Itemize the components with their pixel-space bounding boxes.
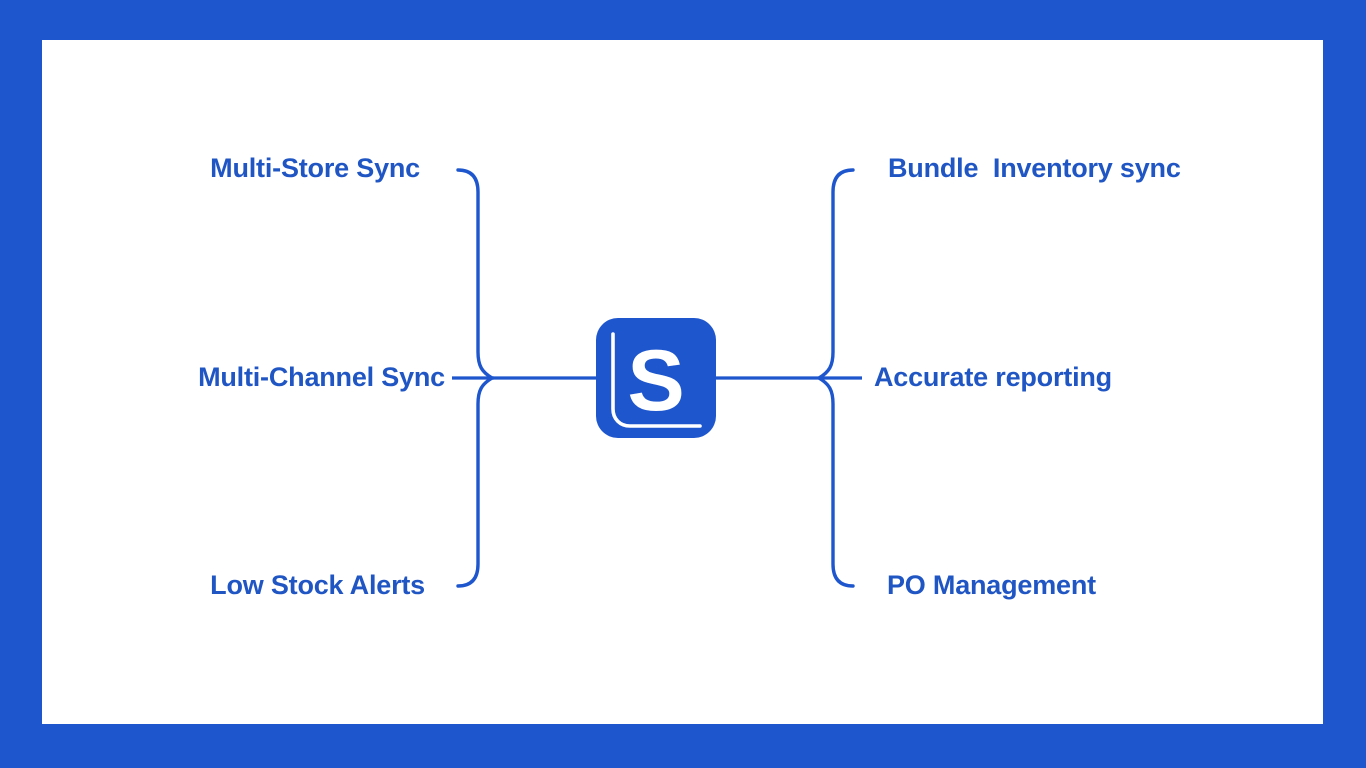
node-label-accurate-reporting[interactable]: Accurate reporting	[874, 362, 1112, 393]
node-label-multi-store-sync[interactable]: Multi-Store Sync	[210, 153, 420, 184]
node-label-low-stock-alerts[interactable]: Low Stock Alerts	[210, 570, 425, 601]
node-label-po-management[interactable]: PO Management	[887, 570, 1096, 601]
node-label-multi-channel-sync[interactable]: Multi-Channel Sync	[198, 362, 445, 393]
node-label-bundle-inventory-sync[interactable]: Bundle Inventory sync	[888, 153, 1181, 184]
